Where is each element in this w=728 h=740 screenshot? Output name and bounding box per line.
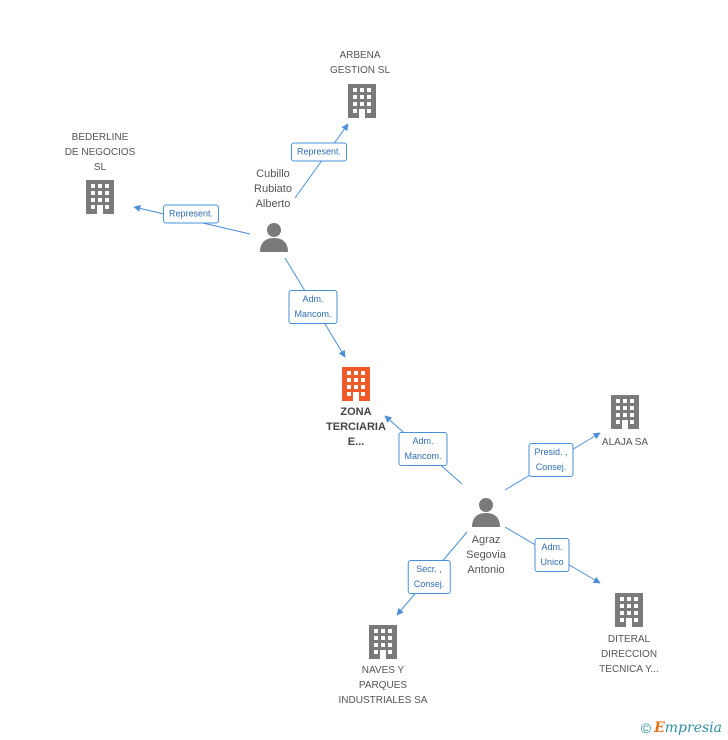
node-label-zona[interactable]: ZONA TERCIARIA E... xyxy=(326,406,386,448)
edge-label-agraz-zona[interactable]: Adm. Mancom. xyxy=(398,432,448,466)
person-icon[interactable] xyxy=(472,498,500,527)
edge-label-agraz-alaja[interactable]: Presid. , Consej. xyxy=(528,443,574,477)
node-label-alaja[interactable]: ALAJA SA xyxy=(601,437,649,448)
footer-brand[interactable]: © Empresia xyxy=(641,720,722,736)
building-icon[interactable] xyxy=(369,625,397,659)
node-label-naves[interactable]: NAVES Y PARQUES INDUSTRIALES SA xyxy=(338,665,428,706)
edge-label-agraz-diteral[interactable]: Adm. Unico xyxy=(534,538,570,572)
edge-label-cubillo-bederline[interactable]: Represent. xyxy=(162,204,220,224)
edge-label-agraz-naves[interactable]: Secr. , Consej. xyxy=(407,560,451,594)
building-icon[interactable] xyxy=(348,84,376,118)
brand-logo: Empresia xyxy=(654,720,722,736)
building-icon[interactable] xyxy=(611,395,639,429)
node-label-bederline[interactable]: BEDERLINE DE NEGOCIOS SL xyxy=(64,132,136,173)
copyright-icon: © xyxy=(640,720,652,736)
edge-label-cubillo-zona[interactable]: Adm. Mancom. xyxy=(288,290,338,324)
node-label-arbena[interactable]: ARBENA GESTION SL xyxy=(329,50,390,76)
building-icon[interactable] xyxy=(342,367,370,401)
edge-label-cubillo-arbena[interactable]: Represent. xyxy=(290,142,348,162)
building-icon[interactable] xyxy=(86,180,114,214)
building-icon[interactable] xyxy=(615,593,643,627)
node-label-diteral[interactable]: DITERAL DIRECCION TECNICA Y... xyxy=(599,634,659,675)
node-label-agraz[interactable]: Agraz Segovia Antonio xyxy=(466,534,506,576)
person-icon[interactable] xyxy=(260,223,288,252)
node-label-cubillo[interactable]: Cubillo Rubiato Alberto xyxy=(254,168,292,210)
